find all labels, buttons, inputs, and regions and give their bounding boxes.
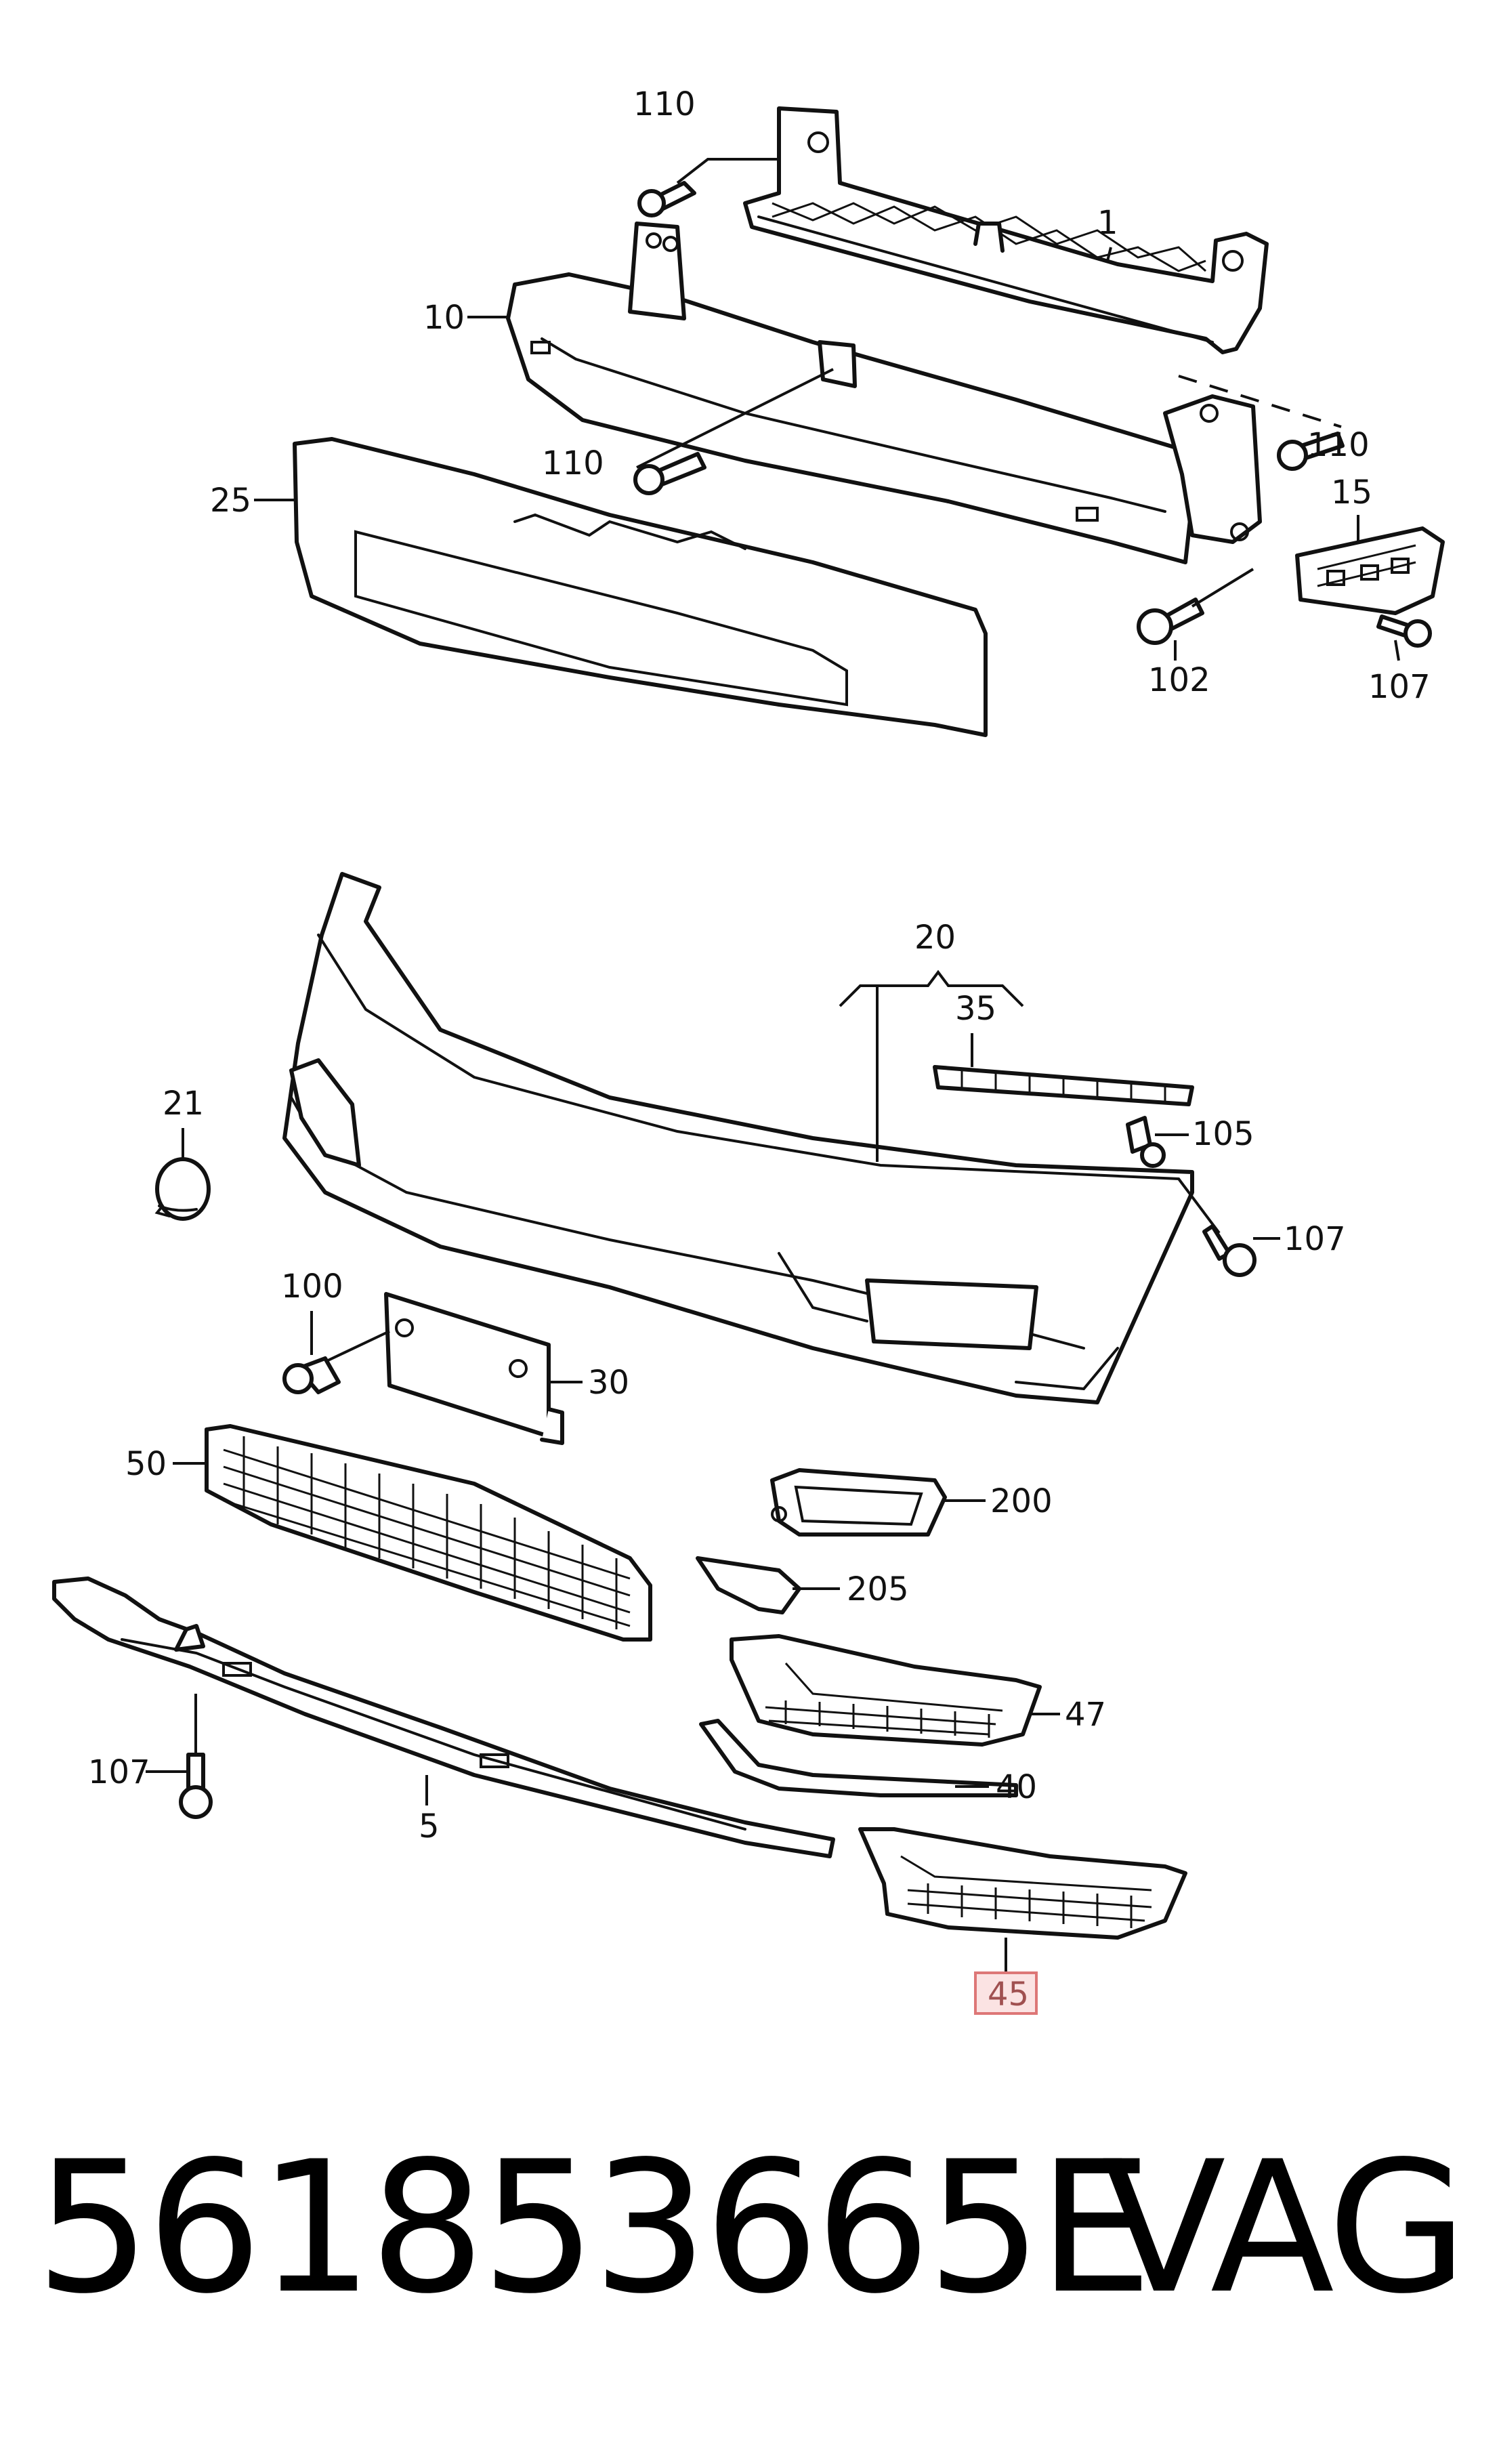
- part-100-push-pin: [282, 1356, 341, 1394]
- part-15-bracket: [1295, 526, 1445, 615]
- callout-35[interactable]: 35: [955, 990, 996, 1028]
- part-105-clip: [1126, 1116, 1166, 1168]
- callout-107-bracket[interactable]: 107: [1368, 668, 1431, 706]
- callout-107-right[interactable]: 107: [1284, 1220, 1346, 1258]
- part-50-lower-grille: [205, 1424, 652, 1642]
- part-200-fog-frame: [770, 1468, 947, 1537]
- leader-100: [310, 1311, 390, 1363]
- callout-21[interactable]: 21: [163, 1085, 204, 1123]
- leader-110-top: [676, 158, 778, 184]
- screw-110-mid: [633, 452, 706, 495]
- screw-110-right: [1277, 432, 1345, 471]
- callout-205[interactable]: 205: [847, 1570, 909, 1608]
- part-205-insert: [696, 1556, 801, 1614]
- highlight-box: [974, 1971, 1038, 2015]
- leader-110-right-dashed: [1178, 375, 1342, 428]
- callout-105[interactable]: 105: [1192, 1115, 1254, 1153]
- callout-200[interactable]: 200: [990, 1482, 1053, 1520]
- callout-110-mid[interactable]: 110: [542, 444, 604, 482]
- part-20-bumper-cover: [282, 872, 1194, 1404]
- leader-110-mid: [636, 368, 834, 469]
- leader-102: [1174, 568, 1254, 661]
- part-35-trim-strip: [933, 1065, 1194, 1106]
- leader-107-right: [1177, 1177, 1280, 1240]
- screw-107-bracket: [1376, 614, 1432, 648]
- callout-50[interactable]: 50: [125, 1445, 167, 1483]
- part-47-side-grille: [730, 1634, 1042, 1747]
- callout-30[interactable]: 30: [588, 1364, 629, 1402]
- part-21-cap: [154, 1157, 211, 1221]
- screw-107-left: [179, 1753, 213, 1819]
- callout-47[interactable]: 47: [1065, 1696, 1106, 1734]
- callout-45[interactable]: 45: [988, 1976, 1029, 2013]
- callout-1[interactable]: 1: [1097, 204, 1118, 242]
- callout-40[interactable]: 40: [996, 1768, 1037, 1806]
- callout-20[interactable]: 20: [914, 919, 956, 957]
- screw-102: [1137, 598, 1204, 645]
- callout-10[interactable]: 10: [423, 299, 465, 337]
- callout-110-top[interactable]: 110: [633, 85, 696, 123]
- callout-25[interactable]: 25: [210, 482, 251, 520]
- part-10-impact-bar: [506, 222, 1262, 564]
- callout-15[interactable]: 15: [1331, 474, 1372, 511]
- part-5-spoiler: [52, 1576, 835, 1858]
- callout-5[interactable]: 5: [419, 1808, 440, 1845]
- callout-45-highlight[interactable]: 45: [974, 1971, 1038, 2015]
- leader-1: [1106, 247, 1112, 262]
- leader-107-left: [146, 1694, 197, 1773]
- part-25-absorber: [293, 437, 988, 737]
- screw-110-top-left: [637, 181, 696, 217]
- brand-label: VAG: [1101, 2123, 1468, 2334]
- callout-110-right[interactable]: 110: [1307, 426, 1370, 464]
- callout-100[interactable]: 100: [281, 1268, 343, 1306]
- leader-107-bracket: [1394, 640, 1400, 661]
- part-45-grille: [858, 1827, 1187, 1940]
- part-number-label: 561853665E: [35, 2123, 1153, 2334]
- screw-107-right: [1202, 1224, 1257, 1277]
- leader-20-bracket: [839, 969, 1024, 1007]
- part-1-upper-carrier: [743, 106, 1269, 354]
- callout-102[interactable]: 102: [1148, 661, 1210, 699]
- callout-107-left[interactable]: 107: [88, 1753, 150, 1791]
- part-30-plate-holder: [384, 1292, 564, 1445]
- part-40-trim: [699, 1719, 1018, 1797]
